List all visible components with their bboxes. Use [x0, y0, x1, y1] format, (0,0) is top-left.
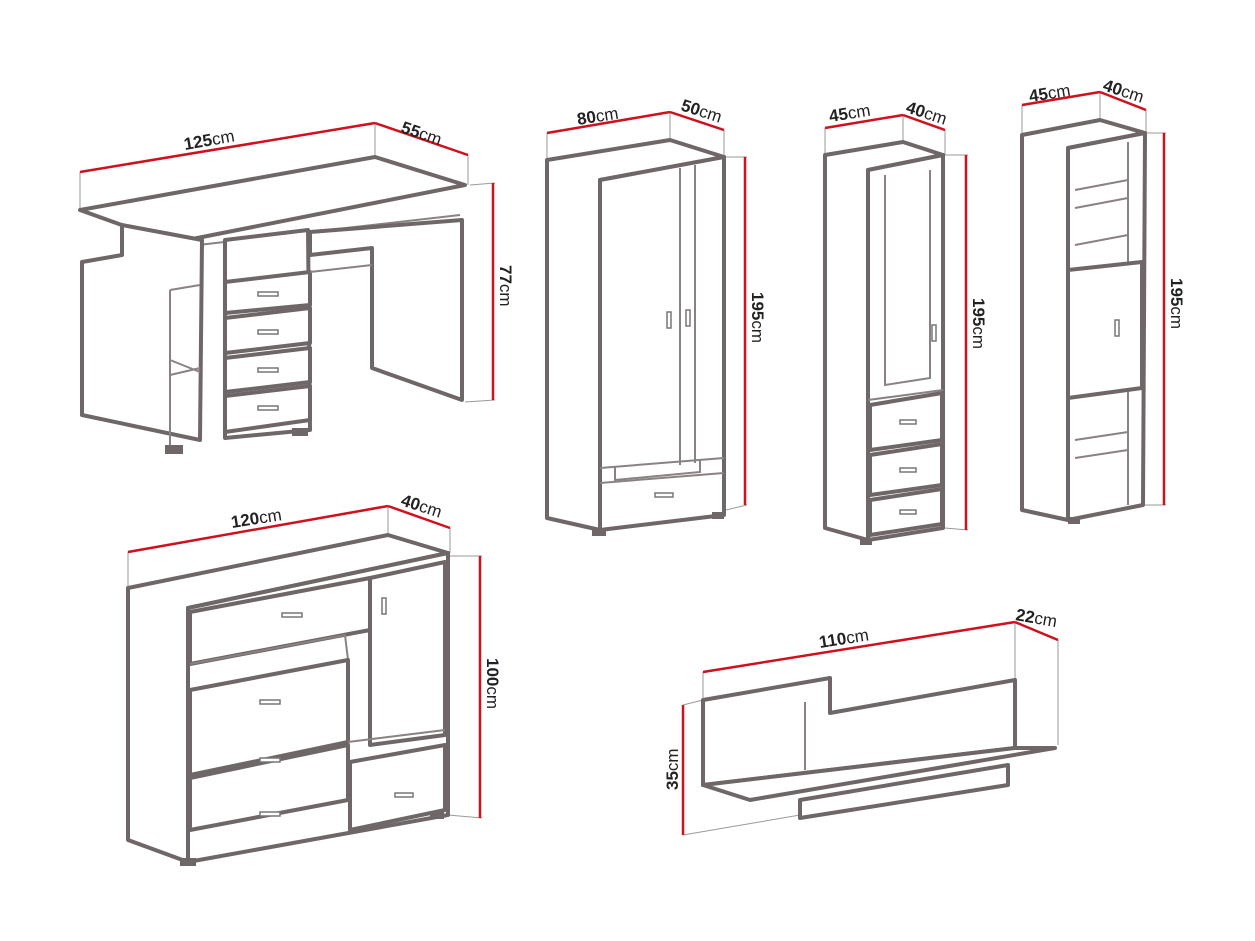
drawer-handle [281, 612, 303, 618]
chest-width-label: 120cm [230, 505, 283, 532]
desk-depth-label: 55cm [399, 118, 445, 150]
drawer-handle [899, 467, 917, 473]
shelf-height-label: 35cm [663, 748, 682, 790]
desk: 125cm 55cm 77cm [78, 118, 515, 454]
wardrobe-height-label: 195cm [748, 292, 767, 343]
drawer-handle [654, 492, 674, 498]
drawer-handle [899, 509, 917, 515]
shelf-depth-label: 22cm [1014, 605, 1058, 631]
desk-height-label: 77cm [496, 265, 515, 307]
wardrobe-width-label: 80cm [576, 104, 620, 129]
chest-of-drawers: 120cm 40cm 100cm [126, 491, 502, 866]
drawer-handle [259, 811, 281, 817]
drawer-handle [259, 699, 281, 705]
drawer-handle [899, 419, 917, 425]
tall-cabinet-drawers-height-label: 195cm [969, 298, 988, 349]
tall-cabinet-shelves-width-label: 45cm [1028, 81, 1072, 106]
drawer-handle [259, 757, 281, 763]
desk-width-label: 125cm [182, 126, 236, 154]
drawer-handle [394, 792, 414, 798]
drawer-handle [257, 405, 279, 411]
tall-cabinet-shelves-height-label: 195cm [1167, 278, 1186, 329]
drawer-handle [257, 291, 279, 297]
tall-cabinet-drawers: 45cm 40cm 195cm [823, 98, 988, 545]
chest-height-label: 100cm [483, 658, 502, 709]
drawer-handle [257, 329, 279, 335]
wall-shelf: 110cm 22cm 35cm [663, 605, 1059, 836]
drawer-handle [257, 367, 279, 373]
shelf-width-label: 110cm [818, 625, 870, 652]
tall-cabinet-shelves: 45cm 40cm 195cm [1020, 76, 1186, 524]
tall-cabinet-drawers-width-label: 45cm [828, 101, 872, 126]
wardrobe: 80cm 50cm 195cm [545, 96, 767, 536]
